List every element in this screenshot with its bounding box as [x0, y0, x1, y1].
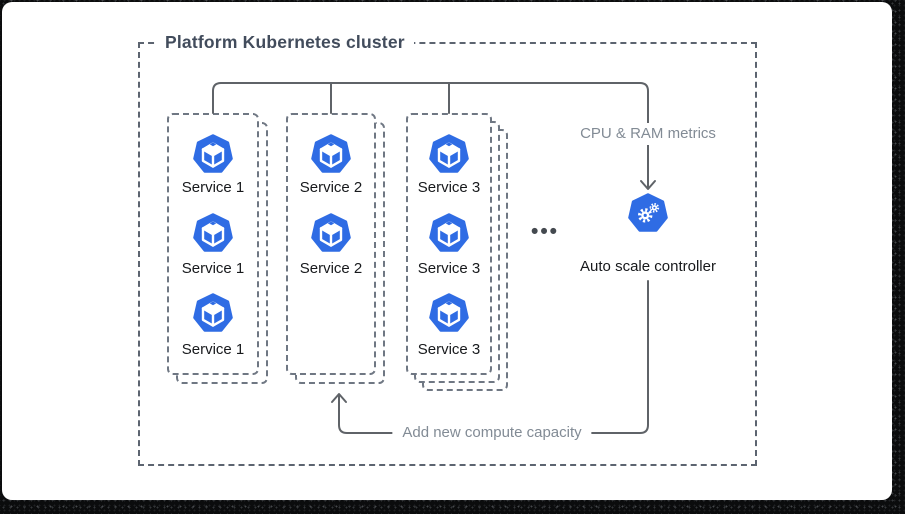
- controller-label: Auto scale controller: [570, 256, 726, 278]
- pod-icon: [429, 134, 469, 174]
- service-1-group: Service 1 Service 1 Service 1: [167, 113, 259, 375]
- pod-icon: [311, 213, 351, 253]
- pod-label: Service 2: [299, 179, 363, 196]
- service-2-group: Service 2 Service 2: [286, 113, 376, 375]
- pod-icon: [193, 293, 233, 333]
- pod-label: Service 1: [181, 341, 245, 358]
- pod-icon: [429, 213, 469, 253]
- service-3-group: Service 3 Service 3 Service 3: [406, 113, 492, 375]
- pod-label: Service 3: [417, 260, 481, 277]
- pod-icon: [193, 134, 233, 174]
- cluster-title: Platform Kubernetes cluster: [156, 29, 414, 55]
- pod-label: Service 1: [181, 179, 245, 196]
- kubernetes-cluster-boundary: [138, 42, 757, 466]
- capacity-label: Add new compute capacity: [392, 422, 592, 444]
- pod-label: Service 3: [417, 179, 481, 196]
- pod-icon: [311, 134, 351, 174]
- metrics-label: CPU & RAM metrics: [570, 123, 726, 145]
- pod-label: Service 3: [417, 341, 481, 358]
- pod-icon: [429, 293, 469, 333]
- autoscaler-icon: [628, 193, 668, 233]
- pod-label: Service 1: [181, 260, 245, 277]
- pod-label: Service 2: [299, 260, 363, 277]
- more-services-ellipsis: •••: [530, 220, 560, 243]
- pod-icon: [193, 213, 233, 253]
